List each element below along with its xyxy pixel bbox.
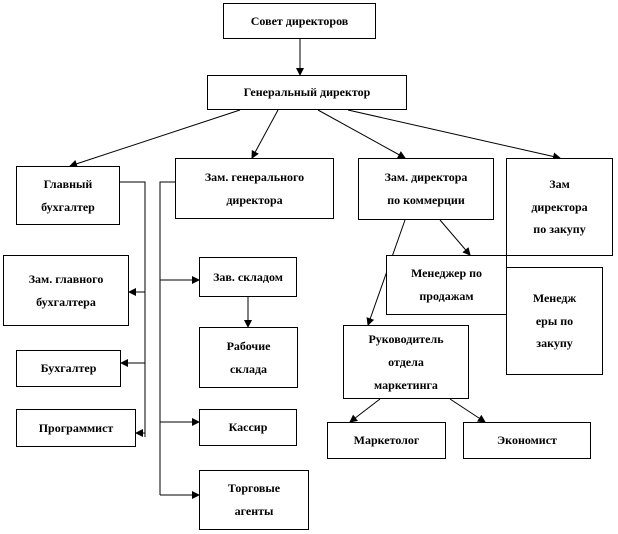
node-sales-agents: Торговые агенты	[199, 470, 309, 530]
edge-ceo-deputy-gd	[251, 109, 279, 159]
node-sales-manager: Менеджер по продажам	[386, 255, 507, 315]
node-deputy-commerce: Зам. директора по коммерции	[358, 158, 494, 220]
edge-to-sales-manager	[439, 219, 471, 256]
edge-to-marketer	[349, 398, 381, 423]
node-marketing-head: Руководитель отдела маркетинга	[343, 325, 469, 399]
edge-deputy-gd-bracket	[159, 181, 175, 495]
node-programmer: Программист	[16, 409, 136, 447]
node-deputy-purchase: Зам директора по закупу	[506, 158, 613, 256]
node-deputy-gd: Зам. генерального директора	[175, 158, 334, 219]
edge-to-economist	[449, 398, 486, 423]
node-ceo: Генеральный директор	[207, 75, 407, 110]
node-marketer: Маркетолог	[327, 422, 446, 459]
node-purchase-manager: Менедж еры по закупу	[506, 267, 603, 375]
node-warehouse-workers: Рабочие склада	[199, 327, 298, 388]
edge-ceo-deputy-purchase	[347, 109, 561, 161]
edge-chief-accountant-bracket	[120, 181, 146, 437]
node-economist: Экономист	[463, 422, 591, 459]
edge-ceo-deputy-commerce	[317, 109, 406, 159]
node-cashier: Кассир	[199, 409, 297, 446]
edge-ceo-chief-accountant	[69, 109, 241, 168]
node-chief-accountant: Главный бухгалтер	[16, 166, 120, 225]
node-warehouse-head: Зав. складом	[199, 257, 297, 297]
node-board: Совет директоров	[223, 3, 376, 39]
node-deputy-chief-accountant: Зам. главного бухгалтера	[3, 255, 129, 326]
node-accountant: Бухгалтер	[16, 350, 121, 387]
